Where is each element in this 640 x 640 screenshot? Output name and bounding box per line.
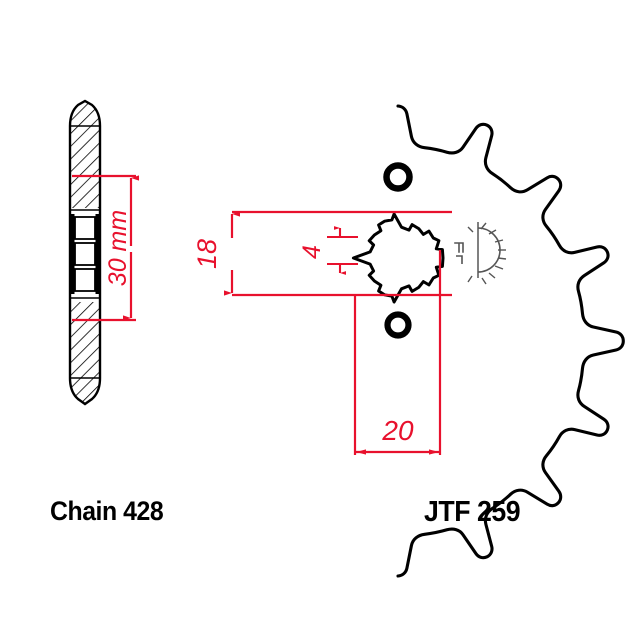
sprocket-outline: [396, 104, 625, 578]
mounting-hole-lower: [384, 311, 412, 339]
dimension-18: 18: [192, 210, 452, 297]
center-bore-spline: [351, 212, 445, 304]
dimension-20-label: 20: [381, 415, 414, 446]
dimension-4: 4: [298, 226, 358, 275]
dimension-30mm: 30 mm: [72, 174, 139, 322]
dimension-20: 20: [353, 250, 442, 455]
radial-spline-symbol: [454, 222, 507, 285]
mounting-hole-upper: [383, 162, 413, 192]
hub-wall-right: [95, 214, 100, 294]
side-section-view: 30 mm: [68, 99, 139, 406]
part-number-label: JTF 259: [424, 496, 521, 528]
hub-cutouts: [74, 216, 96, 292]
chain-size-label: Chain 428: [50, 496, 164, 526]
hub-wall-left: [70, 214, 75, 294]
front-view: 18 4 20: [192, 104, 625, 578]
section-hatching: [70, 103, 100, 404]
section-separators: [70, 125, 100, 379]
dimension-4-label: 4: [298, 245, 326, 259]
dimension-18-label: 18: [192, 239, 222, 269]
dimension-30mm-label: 30 mm: [104, 210, 132, 286]
